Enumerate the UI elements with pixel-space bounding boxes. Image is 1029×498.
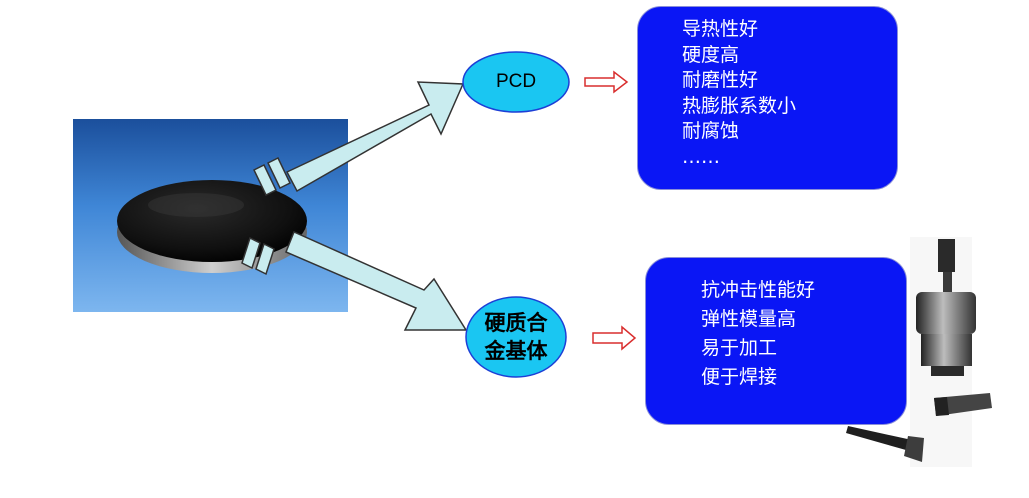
carbide-property: 弹性模量高	[701, 308, 797, 330]
carbide-property: 抗冲击性能好	[701, 279, 816, 301]
small-arrow-pcd	[584, 70, 629, 94]
arrow-to-pcd	[253, 81, 465, 197]
carbide-properties-box: 抗冲击性能好 弹性模量高 易于加工 便于焊接	[645, 257, 907, 425]
pcd-property: 导热性好	[682, 18, 759, 40]
pcd-property: 耐腐蚀	[682, 120, 740, 142]
pcd-blank-image	[73, 119, 348, 312]
pcd-node-label: PCD	[495, 71, 537, 92]
pcd-property: 硬度高	[682, 43, 740, 66]
pcd-property: 耐磨性好	[682, 69, 759, 91]
small-arrow-carbide	[592, 325, 637, 351]
carbide-property: 便于焊接	[701, 366, 778, 388]
carbide-properties-list: 抗冲击性能好 弹性模量高 易于加工 便于焊接	[701, 276, 906, 392]
carbide-node-label: 硬质合 金基体	[484, 310, 548, 363]
carbide-property: 易于加工	[701, 337, 778, 359]
cutting-tool-images	[846, 237, 992, 467]
pcd-properties-list: 导热性好 硬度高 耐磨性好 热膨胀系数小 耐腐蚀 ……	[682, 17, 897, 170]
pcd-property: 热膨胀系数小	[682, 94, 797, 117]
arrow-to-carbide	[241, 230, 468, 331]
carbide-node-ellipse	[465, 296, 567, 378]
pcd-node-ellipse	[462, 51, 570, 113]
pcd-property: ……	[682, 145, 720, 168]
pcd-properties-box: 导热性好 硬度高 耐磨性好 热膨胀系数小 耐腐蚀 ……	[637, 6, 898, 190]
